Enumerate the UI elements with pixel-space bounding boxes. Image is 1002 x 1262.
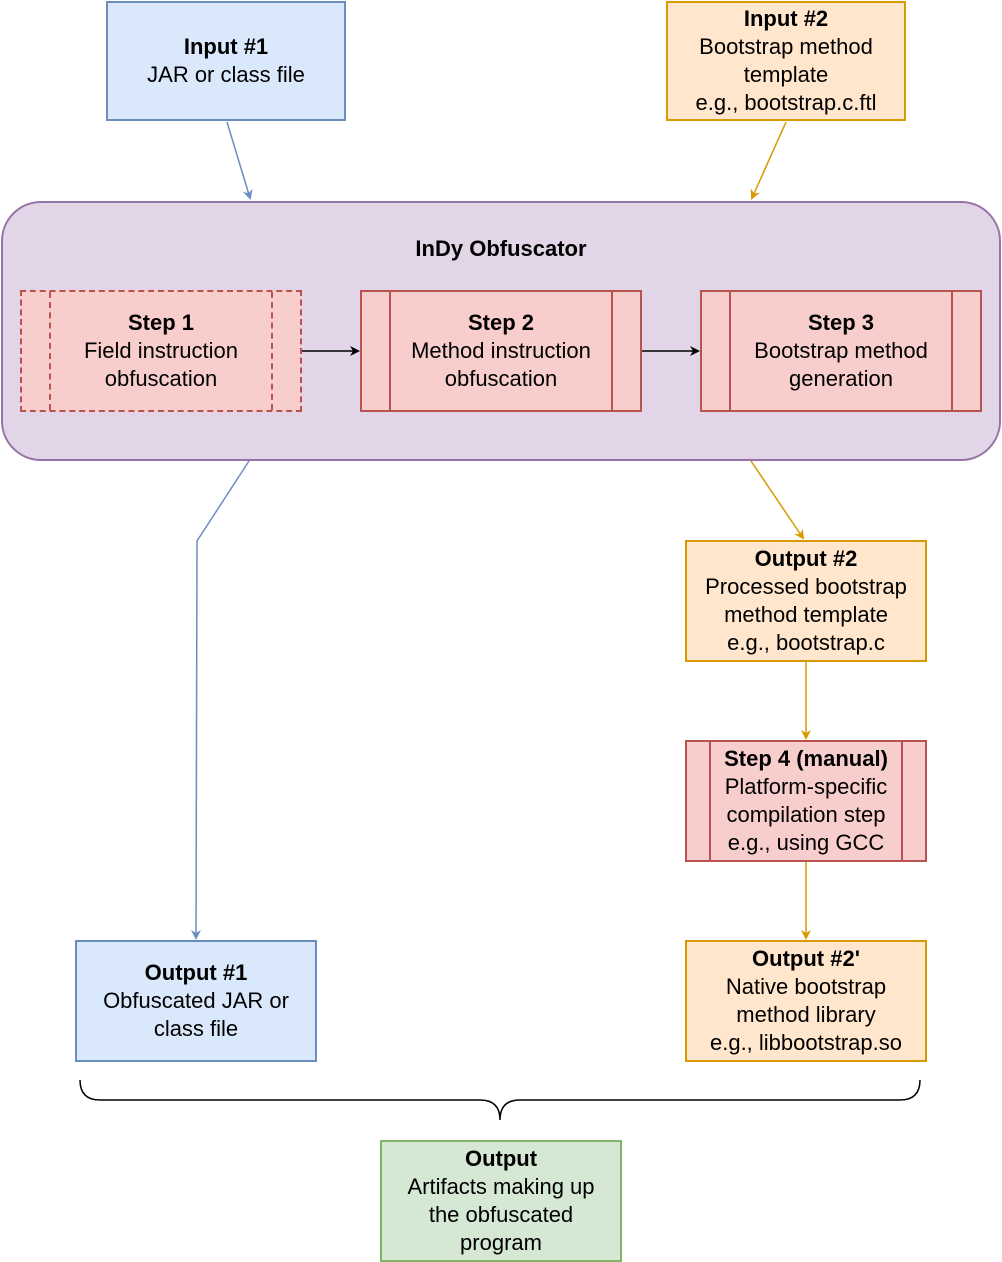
input-2-box: Input #2 Bootstrap method template e.g.,…	[666, 1, 906, 121]
arrow-input2-to-obfuscator	[750, 121, 787, 200]
step-4-title: Step 4 (manual)	[724, 746, 888, 771]
output-final-line: the obfuscated	[428, 1202, 574, 1227]
output-2-box: Output #2 Processed bootstrap method tem…	[685, 540, 927, 662]
step-1-line: obfuscation	[104, 366, 218, 391]
indy-obfuscator-title: InDy Obfuscator	[415, 236, 587, 261]
step-1-box: Step 1 Field instruction obfuscation	[20, 290, 302, 412]
step-2-left-bar	[389, 292, 391, 410]
output-2-title: Output #2	[754, 546, 858, 571]
arrow-obfuscator-to-output1	[191, 460, 250, 940]
step-3-line: Bootstrap method	[754, 338, 928, 363]
step-2-line: obfuscation	[444, 366, 558, 391]
output-2-line: e.g., bootstrap.c	[727, 630, 885, 655]
step-3-right-bar	[951, 292, 953, 410]
output-2-line: method template	[724, 602, 888, 627]
input-1-line: JAR or class file	[147, 62, 305, 87]
step-1-line: Field instruction	[83, 338, 239, 363]
step-2-right-bar	[611, 292, 613, 410]
output-final-box: Output Artifacts making up the obfuscate…	[380, 1140, 622, 1262]
output-2-prime-title: Output #2'	[752, 946, 860, 971]
input-2-line: template	[743, 62, 829, 87]
step-2-title: Step 2	[467, 310, 535, 335]
output-final-line: program	[460, 1230, 542, 1255]
step-4-right-bar	[901, 742, 903, 860]
output-1-title: Output #1	[144, 960, 248, 985]
step-1-left-bar	[49, 292, 51, 410]
output-final-title: Output	[464, 1146, 538, 1171]
output-1-line: class file	[153, 1016, 239, 1041]
arrow-input1-to-obfuscator	[226, 121, 253, 200]
step-4-line: Platform-specific	[724, 774, 888, 799]
output-2-prime-line: Native bootstrap	[725, 974, 887, 999]
input-2-title: Input #2	[743, 6, 829, 31]
step-3-title: Step 3	[807, 310, 875, 335]
input-2-line: Bootstrap method	[699, 34, 873, 59]
step-4-line: compilation step	[726, 802, 886, 827]
input-1-box: Input #1 JAR or class file	[106, 1, 346, 121]
output-2-prime-line: e.g., libbootstrap.so	[709, 1030, 902, 1055]
output-1-line: Obfuscated JAR or	[103, 988, 289, 1013]
output-final-line: Artifacts making up	[407, 1174, 595, 1199]
input-2-line: e.g., bootstrap.c.ftl	[695, 90, 877, 115]
step-4-box: Step 4 (manual) Platform-specific compil…	[685, 740, 927, 862]
grouping-brace	[79, 1079, 921, 1121]
arrow-obfuscator-to-output2	[750, 460, 805, 540]
step-4-left-bar	[709, 742, 711, 860]
step-4-line: e.g., using GCC	[727, 830, 885, 855]
output-1-box: Output #1 Obfuscated JAR or class file	[75, 940, 317, 1062]
output-2-line: Processed bootstrap	[705, 574, 907, 599]
step-3-box: Step 3 Bootstrap method generation	[700, 290, 982, 412]
input-1-title: Input #1	[183, 34, 269, 59]
step-2-line: Method instruction	[411, 338, 591, 363]
output-2-prime-line: method library	[736, 1002, 876, 1027]
step-1-right-bar	[271, 292, 273, 410]
step-2-box: Step 2 Method instruction obfuscation	[360, 290, 642, 412]
step-3-left-bar	[729, 292, 731, 410]
step-1-title: Step 1	[127, 310, 195, 335]
step-3-line: generation	[789, 366, 893, 391]
output-2-prime-box: Output #2' Native bootstrap method libra…	[685, 940, 927, 1062]
